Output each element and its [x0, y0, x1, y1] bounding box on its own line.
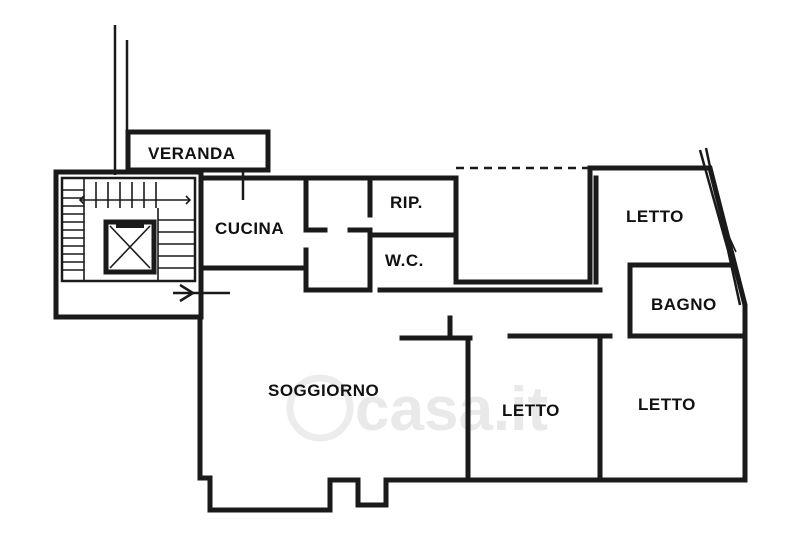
- room-label-letto-right: LETTO: [638, 395, 696, 414]
- exterior-wall-stub: [113, 25, 129, 175]
- room-label-wc: W.C.: [385, 251, 424, 270]
- elevator-shaft: [103, 219, 157, 275]
- room-label-bagno: BAGNO: [651, 295, 717, 314]
- room-label-ripostiglio: RIP.: [390, 193, 423, 212]
- room-label-letto-middle: LETTO: [502, 401, 560, 420]
- watermark-logo: casa.it: [286, 374, 548, 444]
- interior-walls: [198, 165, 748, 481]
- room-label-veranda: VERANDA: [148, 144, 236, 163]
- room-label-soggiorno: SOGGIORNO: [268, 381, 379, 400]
- watermark-text: casa.it: [355, 375, 548, 444]
- room-label-letto-top: LETTO: [626, 207, 684, 226]
- entrance-arrow-icon: [173, 283, 230, 303]
- diagonal-wall-hatch: [698, 147, 742, 306]
- stairwell: [53, 169, 204, 320]
- room-label-cucina: CUCINA: [215, 219, 284, 238]
